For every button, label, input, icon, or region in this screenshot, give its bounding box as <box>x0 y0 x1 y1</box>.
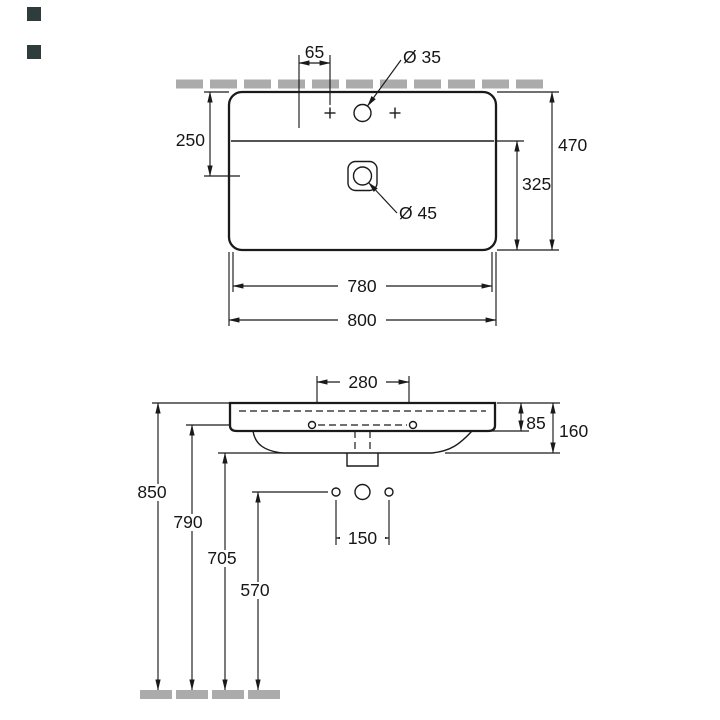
dim-325: 325 <box>497 140 551 251</box>
tap-hole-marking-left <box>324 107 336 119</box>
hidden-fixing-hole-right <box>408 420 418 430</box>
dim-160: 160 <box>445 402 588 454</box>
dim-470: 470 <box>497 91 587 251</box>
dim-250: 250 <box>176 91 240 177</box>
dim-250-label: 250 <box>176 130 205 150</box>
hidden-fixing-hole-left <box>307 420 317 430</box>
dim-570: 570 <box>236 491 328 691</box>
dim-850: 850 <box>133 402 229 691</box>
tap-hole <box>353 103 372 123</box>
waste-hole-center <box>354 483 371 501</box>
dim-470-label: 470 <box>558 135 587 155</box>
dim-780: 780 <box>232 252 493 296</box>
dim-85-label: 85 <box>526 413 545 433</box>
dim-150: 150 <box>335 500 390 548</box>
dim-65-label: 65 <box>305 42 324 62</box>
fixing-hole-left <box>331 487 341 497</box>
dim-800-label: 800 <box>347 310 376 330</box>
label-dia-35: Ø 35 <box>367 47 441 107</box>
drain-outline <box>347 160 378 192</box>
dim-705-label: 705 <box>207 548 236 568</box>
dim-780-label: 780 <box>347 276 376 296</box>
dim-850-label: 850 <box>137 482 166 502</box>
basin-outline <box>227 90 498 252</box>
front-view: 280 85 160 <box>133 372 588 699</box>
dim-85: 85 <box>489 402 560 433</box>
dim-800: 800 <box>228 252 497 330</box>
corner-marker-bottom <box>27 45 41 59</box>
dim-790-label: 790 <box>173 512 202 532</box>
basin-front-slab <box>228 401 497 433</box>
label-dia-45: Ø 45 <box>368 182 437 223</box>
fixing-hole-right <box>384 487 394 497</box>
bowl-underside <box>252 430 473 454</box>
waste-outlet <box>346 453 379 467</box>
corner-markers <box>27 7 41 59</box>
dim-280: 280 <box>316 372 410 404</box>
dim-570-label: 570 <box>240 580 269 600</box>
dia-45-label: Ø 45 <box>399 203 437 223</box>
fixing-holes <box>331 483 394 501</box>
dim-65: 65 <box>298 42 331 128</box>
dim-325-label: 325 <box>522 174 551 194</box>
dim-705: 705 <box>203 452 283 691</box>
tap-hole-marking-right <box>389 107 401 119</box>
top-view: 65 Ø 35 250 470 325 <box>176 42 588 330</box>
dim-160-label: 160 <box>559 421 588 441</box>
dim-150-label: 150 <box>348 528 377 548</box>
dim-280-label: 280 <box>348 372 377 392</box>
corner-marker-top <box>27 7 41 21</box>
dia-35-label: Ø 35 <box>403 47 441 67</box>
dim-790: 790 <box>169 424 230 691</box>
